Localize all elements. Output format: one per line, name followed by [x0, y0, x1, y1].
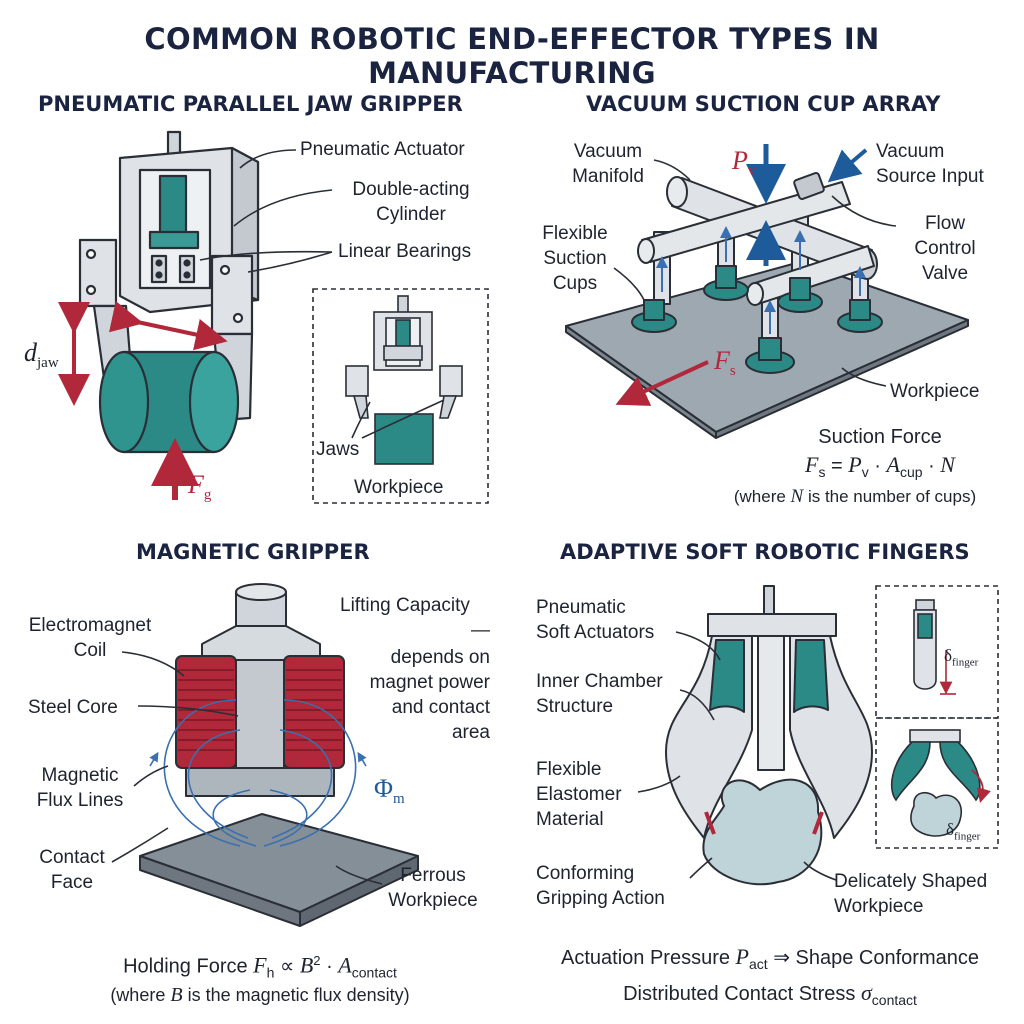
soft-label-actuators-2: Soft Actuators	[536, 622, 655, 643]
vacuum-illustration	[565, 172, 969, 439]
coil-windings	[178, 669, 342, 751]
soft-label-shaped-1: Delicately Shaped	[834, 871, 988, 892]
vacuum-label-manifold-1: Vacuum	[573, 141, 643, 162]
magnetic-leader-lines	[111, 651, 383, 885]
vacuum-label-valve-1: Flow	[924, 213, 966, 234]
soft-label-shaped-2: Workpiece	[834, 896, 924, 917]
vacuum-label-valve-2: Control	[914, 238, 976, 259]
vacuum-leader-lines	[613, 159, 897, 387]
soft-label-elastomer-1: Flexible	[536, 759, 602, 780]
soft-inset-top	[875, 585, 999, 719]
magnetic-label-contact-2: Face	[50, 872, 94, 893]
contact-stress-equation: Distributed Contact Stress σcontact	[623, 980, 917, 1008]
soft-label-elastomer-3: Material	[536, 809, 604, 830]
flux-symbol: Φm	[374, 774, 405, 808]
magnetic-label-flux-2: Flux Lines	[36, 790, 124, 811]
jaw-panel-title: PNEUMATIC PARALLEL JAW GRIPPER	[38, 92, 463, 116]
magnetic-panel-title: MAGNETIC GRIPPER	[136, 540, 370, 564]
vacuum-label-cups-1: Flexible	[542, 223, 608, 244]
soft-leader-lines	[637, 631, 837, 881]
jaw-leader-lines	[199, 149, 333, 273]
magnetic-label-capacity-4: and contact	[391, 697, 490, 718]
suction-force-symbol: Fs	[714, 346, 736, 380]
magnetic-label-capacity-2: depends on	[390, 647, 490, 668]
soft-label-chamber-1: Inner Chamber	[536, 671, 663, 692]
jaw-label-bearings: Linear Bearings	[338, 241, 472, 262]
magnetic-label-contact-1: Contact	[39, 847, 105, 868]
vacuum-pressure-symbol: Pv	[732, 146, 756, 180]
magnetic-label-capacity-dash: —	[471, 620, 490, 641]
magnetic-label-coil-2: Coil	[73, 640, 107, 661]
vacuum-label-workpiece: Workpiece	[890, 381, 980, 402]
holding-force-equation: Holding Force Fh ∝ B2 · Acontact	[123, 952, 397, 981]
magnetic-label-capacity-1: Lifting Capacity	[340, 595, 470, 616]
jaw-inset-frame	[312, 288, 489, 504]
soft-label-chamber-2: Structure	[536, 696, 614, 717]
jaw-label-jaws: Jaws	[316, 439, 360, 460]
soft-label-actuators-1: Pneumatic	[536, 597, 626, 618]
vacuum-panel-title: VACUUM SUCTION CUP ARRAY	[586, 92, 941, 116]
magnetic-label-ferrous-1: Ferrous	[400, 865, 466, 886]
jaw-inset-illustration	[345, 295, 463, 465]
holding-force-note: (where B is the magnetic flux density)	[110, 984, 410, 1006]
magnetic-label-coil-1: Electromagnet	[28, 615, 152, 636]
finger-deflection-symbol-bottom: δfinger	[946, 820, 981, 843]
magnetic-label-core: Steel Core	[28, 697, 118, 718]
jaw-stroke-arrow	[109, 301, 228, 351]
jaw-label-actuator: Pneumatic Actuator	[300, 139, 465, 160]
vacuum-label-source-1: Vacuum	[876, 141, 945, 162]
suction-force-equation: Fs = Pv · Acup · N	[805, 452, 955, 480]
soft-label-conform-1: Conforming	[536, 863, 635, 884]
finger-deflection-symbol-top: δfinger	[944, 646, 979, 669]
suction-force-heading: Suction Force	[818, 426, 942, 448]
soft-inset-illustrations	[890, 599, 991, 837]
vacuum-label-cups-2: Suction	[543, 248, 607, 269]
vacuum-label-cups-3: Cups	[552, 273, 598, 294]
suction-force-note: (where N is the number of cups)	[733, 486, 977, 507]
soft-panel-title: ADAPTIVE SOFT ROBOTIC FINGERS	[560, 540, 970, 564]
magnetic-label-flux-1: Magnetic	[41, 765, 119, 786]
actuation-pressure-equation: Actuation Pressure Pact ⇒ Shape Conforma…	[561, 944, 979, 972]
vacuum-label-source-2: Source Input	[876, 166, 984, 187]
jaw-label-cylinder-1: Double-acting	[352, 179, 470, 200]
jaw-label-workpiece: Workpiece	[354, 477, 444, 498]
magnetic-label-capacity-5: area	[451, 722, 490, 743]
soft-label-conform-2: Gripping Action	[536, 888, 665, 909]
suction-force-arrow	[615, 360, 709, 406]
magnetic-illustration	[139, 583, 419, 927]
magnetic-flux-lines	[149, 699, 367, 847]
grip-force-symbol: Fg	[188, 470, 212, 504]
soft-contact-zones	[704, 811, 824, 835]
vacuum-source-arrow	[827, 148, 868, 183]
magnetic-label-capacity-3: magnet power	[369, 672, 490, 693]
jaw-distance-symbol: djaw	[24, 338, 59, 372]
jaw-gripper-illustration	[78, 130, 260, 454]
magnetic-label-ferrous-2: Workpiece	[388, 890, 478, 911]
vacuum-label-valve-3: Valve	[921, 263, 969, 284]
vacuum-label-manifold-2: Manifold	[572, 166, 644, 187]
page-title: COMMON ROBOTIC END-EFFECTOR TYPES IN MAN…	[144, 22, 880, 90]
soft-fingers-illustration	[665, 585, 873, 886]
vacuum-flow-arrows	[656, 226, 866, 334]
jaw-label-cylinder-2: Cylinder	[376, 204, 446, 225]
soft-label-elastomer-2: Elastomer	[536, 784, 622, 805]
